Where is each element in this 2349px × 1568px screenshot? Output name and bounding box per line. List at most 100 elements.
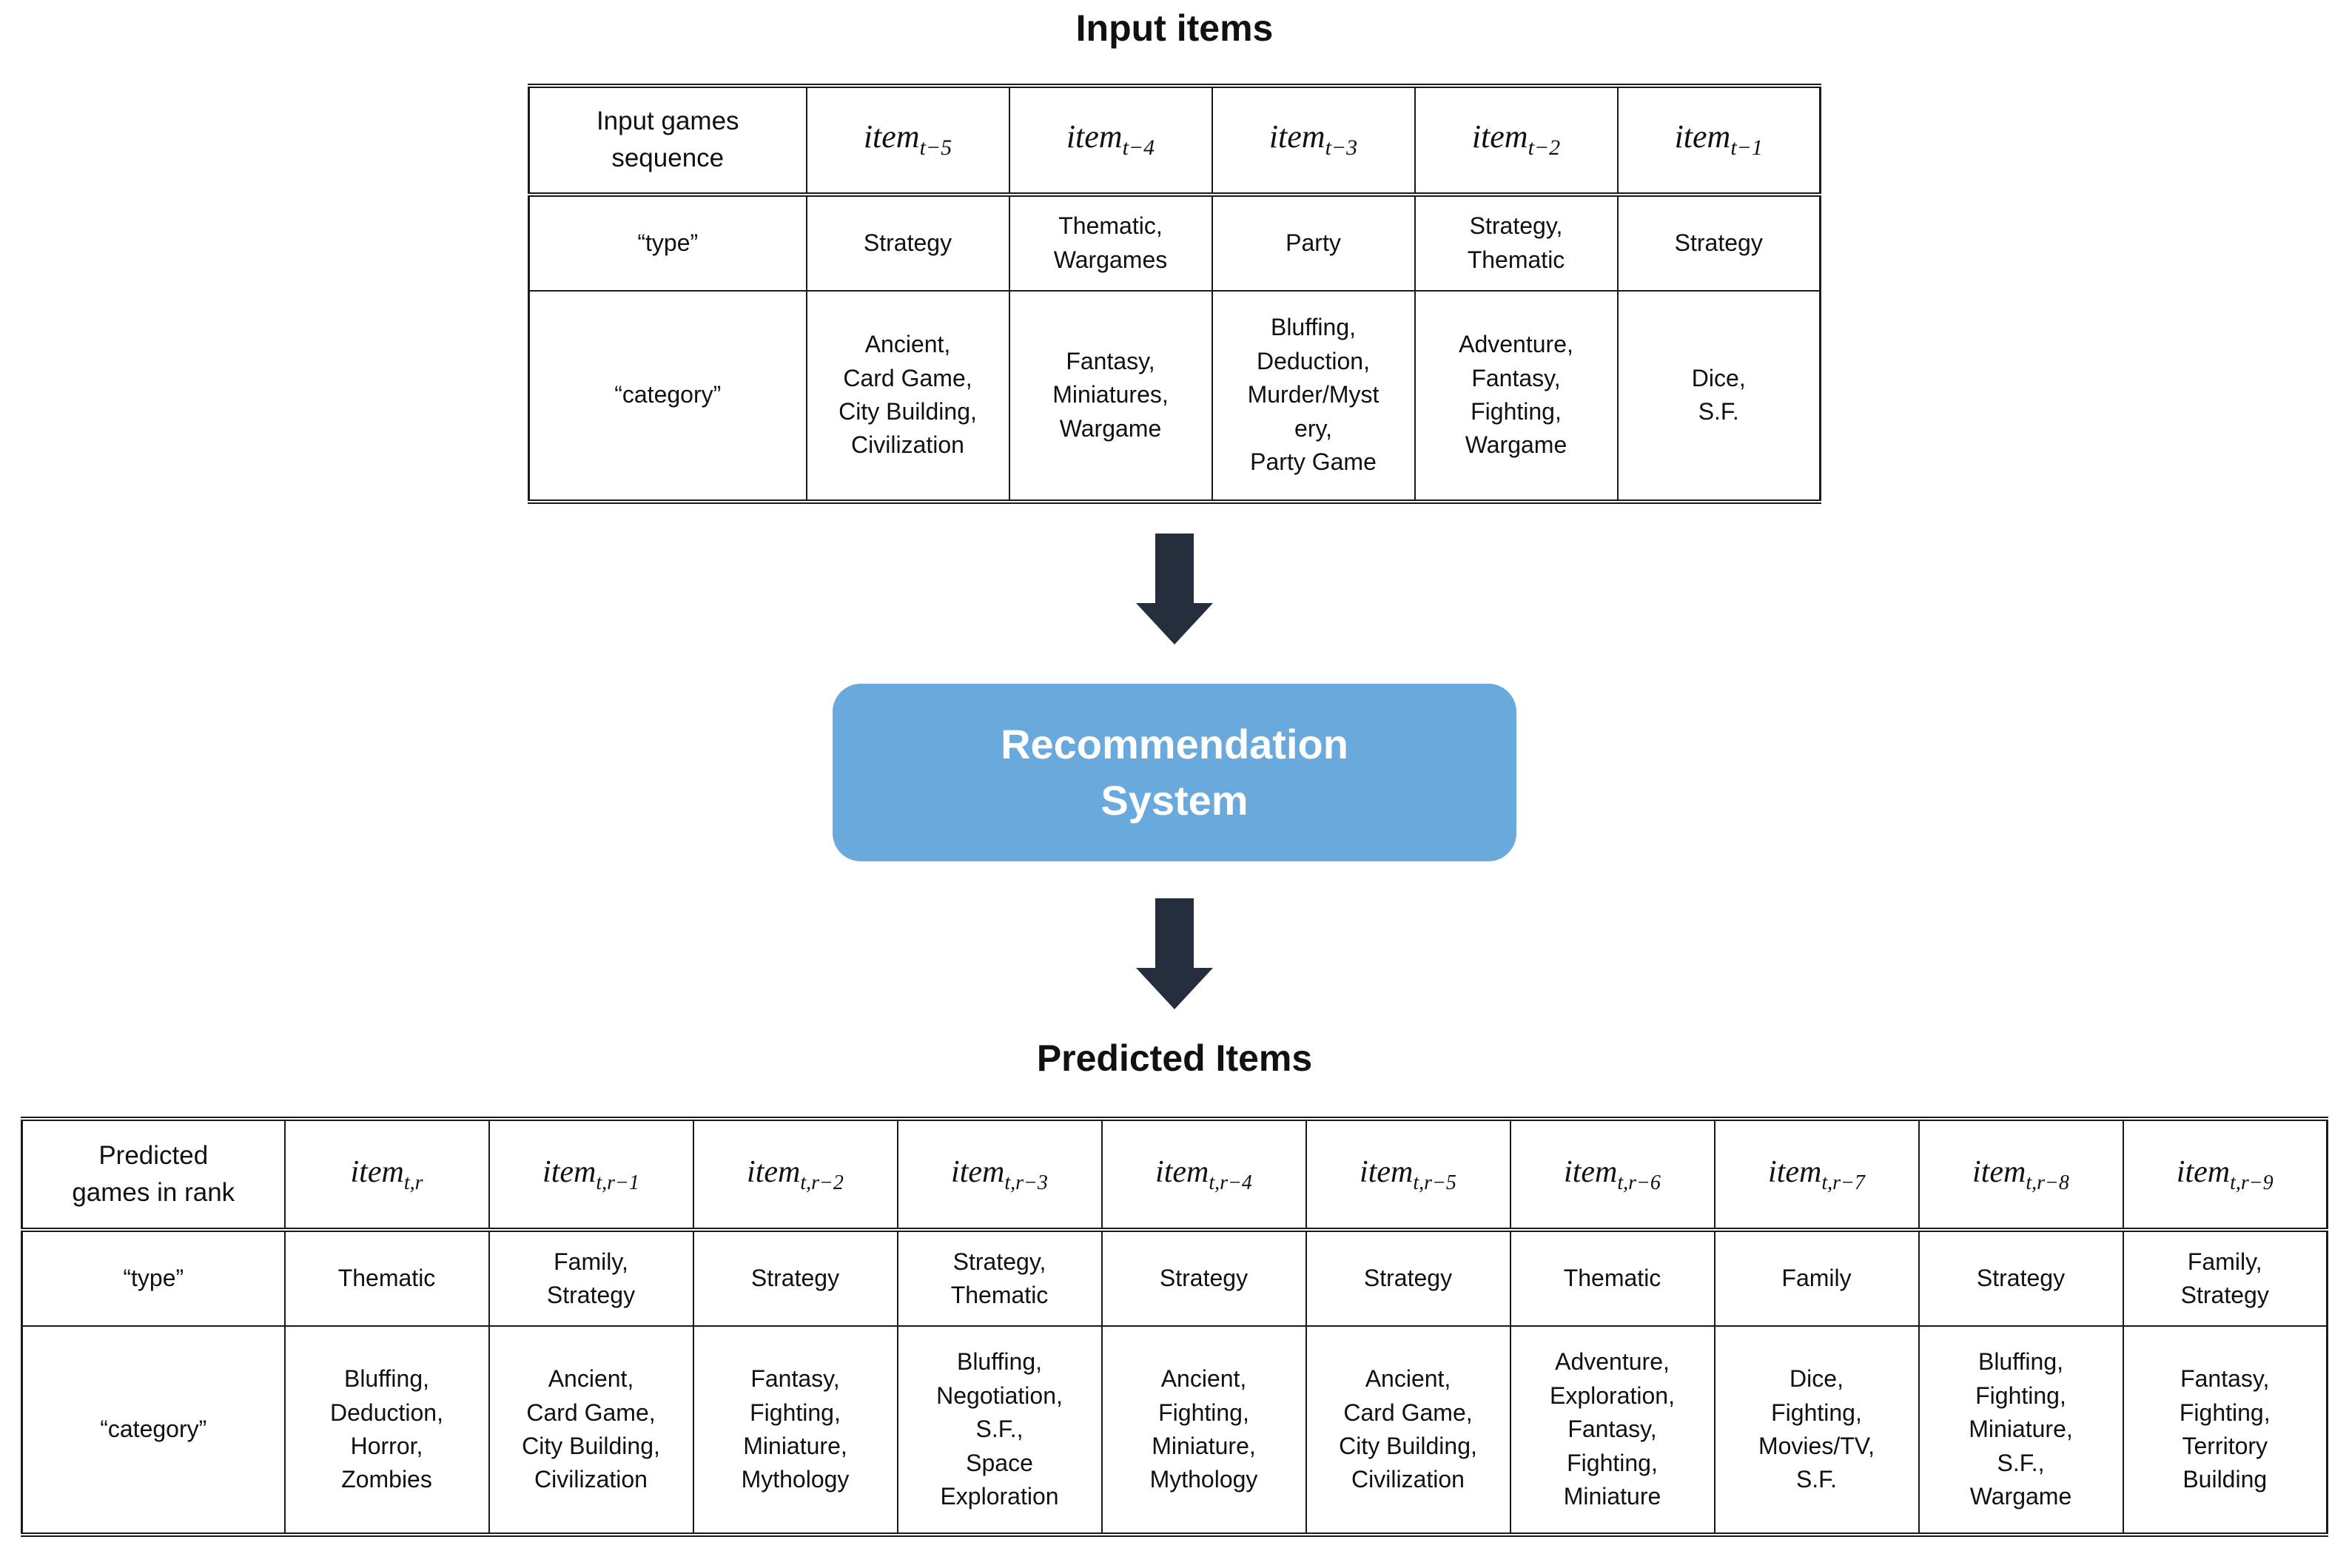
math-item-label: itemt−1 [1674, 118, 1763, 159]
math-item-base: item [350, 1155, 404, 1189]
predicted-header-item-cell: itemt,r−2 [692, 1117, 898, 1232]
row-label: “type” [21, 1229, 286, 1327]
category-cell: Dice, Fighting, Movies/TV, S.F. [1713, 1325, 1920, 1537]
math-item-subscript: t,r−2 [800, 1171, 844, 1194]
math-item-base: item [1768, 1155, 1822, 1189]
input-items-title: Input items [1075, 7, 1274, 49]
math-item-label: itemt,r−7 [1768, 1155, 1865, 1194]
arrow-shaft [1155, 898, 1194, 968]
input-header-item-cell: itemt−2 [1414, 83, 1619, 197]
math-item-subscript: t,r−8 [2026, 1171, 2069, 1194]
math-item-label: itemt,r [350, 1155, 423, 1194]
row-label: “category” [21, 1325, 286, 1537]
type-cell: Thematic [1509, 1229, 1715, 1327]
category-cell: Fantasy, Fighting, Territory Building [2122, 1325, 2328, 1537]
predicted-header-item-cell: itemt,r−1 [488, 1117, 694, 1232]
math-item-subscript: t,r−6 [1617, 1171, 1661, 1194]
math-item-label: itemt−3 [1268, 118, 1357, 159]
arrow-head [1136, 967, 1213, 1009]
predicted-header-first-cell: Predicted games in rank [21, 1117, 286, 1232]
type-cell: Family [1713, 1229, 1920, 1327]
type-cell: Family, Strategy [488, 1229, 694, 1327]
arrow-head [1136, 602, 1213, 645]
math-item-base: item [1360, 1155, 1414, 1189]
predicted-header-item-cell: itemt,r−4 [1100, 1117, 1307, 1232]
predicted-header-item-cell: itemt,r−7 [1713, 1117, 1920, 1232]
math-item-base: item [1268, 118, 1325, 155]
row-label: “category” [528, 289, 807, 504]
math-item-label: itemt−2 [1471, 118, 1560, 159]
math-item-subscript: t,r−7 [1821, 1171, 1865, 1194]
math-item-label: itemt,r−4 [1155, 1155, 1252, 1194]
input-items-table: Input games sequence itemt−5 itemt−4 ite… [528, 83, 1821, 504]
category-cell: Ancient, Card Game, City Building, Civil… [1305, 1325, 1511, 1537]
category-cell: Bluffing, Negotiation, S.F., Space Explo… [896, 1325, 1103, 1537]
math-item-label: itemt,r−9 [2176, 1155, 2274, 1194]
math-item-base: item [1471, 118, 1528, 155]
predicted-header-item-cell: itemt,r [283, 1117, 490, 1232]
predicted-category-row: “category” Bluffing, Deduction, Horror, … [21, 1325, 2328, 1537]
math-item-base: item [1674, 118, 1731, 155]
math-item-label: itemt,r−3 [951, 1155, 1048, 1194]
type-cell: Strategy [692, 1229, 898, 1327]
category-cell: Adventure, Fantasy, Fighting, Wargame [1414, 289, 1619, 504]
math-item-subscript: t−5 [919, 135, 952, 160]
input-header-item-cell: itemt−5 [805, 83, 1010, 197]
math-item-subscript: t,r−5 [1413, 1171, 1456, 1194]
math-item-label: itemt,r−5 [1360, 1155, 1456, 1194]
type-cell: Party [1211, 193, 1416, 292]
recommendation-system-box: Recommendation System [833, 683, 1516, 861]
math-item-base: item [2176, 1155, 2231, 1189]
type-cell: Family, Strategy [2122, 1229, 2328, 1327]
math-item-base: item [951, 1155, 1005, 1189]
category-cell: Bluffing, Deduction, Horror, Zombies [283, 1325, 490, 1537]
math-item-subscript: t,r−9 [2230, 1171, 2274, 1194]
math-item-base: item [863, 118, 920, 155]
type-cell: Strategy, Thematic [896, 1229, 1103, 1327]
math-item-base: item [1564, 1155, 1618, 1189]
math-item-base: item [747, 1155, 801, 1189]
predicted-type-row: “type” Thematic Family, Strategy Strateg… [21, 1229, 2328, 1327]
math-item-subscript: t,r−3 [1004, 1171, 1048, 1194]
math-item-label: itemt,r−8 [1972, 1155, 2069, 1194]
math-item-subscript: t−2 [1528, 135, 1561, 160]
category-cell: Adventure, Exploration, Fantasy, Fightin… [1509, 1325, 1715, 1537]
down-arrow-icon [1136, 533, 1213, 645]
predicted-header-row: Predicted games in rank itemt,r itemt,r−… [21, 1117, 2328, 1232]
predicted-items-table: Predicted games in rank itemt,r itemt,r−… [21, 1117, 2328, 1537]
math-item-label: itemt−5 [863, 118, 952, 159]
category-cell: Fantasy, Fighting, Miniature, Mythology [692, 1325, 898, 1537]
math-item-subscript: t−1 [1730, 135, 1763, 160]
category-cell: Dice, S.F. [1616, 289, 1821, 504]
row-label: “type” [528, 193, 807, 292]
category-cell: Bluffing, Fighting, Miniature, S.F., War… [1918, 1325, 2124, 1537]
type-cell: Strategy [1100, 1229, 1307, 1327]
predicted-header-item-cell: itemt,r−3 [896, 1117, 1103, 1232]
math-item-subscript: t,r−1 [596, 1171, 639, 1194]
math-item-base: item [542, 1155, 597, 1189]
input-type-row: “type” Strategy Thematic, Wargames Party… [528, 193, 1821, 292]
input-header-item-cell: itemt−3 [1211, 83, 1416, 197]
math-item-label: itemt−4 [1066, 118, 1155, 159]
type-cell: Strategy [1616, 193, 1821, 292]
math-item-subscript: t−3 [1325, 135, 1358, 160]
math-item-base: item [1066, 118, 1123, 155]
predicted-header-item-cell: itemt,r−9 [2122, 1117, 2328, 1232]
input-category-row: “category” Ancient, Card Game, City Buil… [528, 289, 1821, 504]
input-header-item-cell: itemt−4 [1008, 83, 1213, 197]
predicted-header-item-cell: itemt,r−6 [1509, 1117, 1715, 1232]
category-cell: Ancient, Fighting, Miniature, Mythology [1100, 1325, 1307, 1537]
category-cell: Ancient, Card Game, City Building, Civil… [488, 1325, 694, 1537]
math-item-subscript: t,r−4 [1209, 1171, 1252, 1194]
math-item-base: item [1972, 1155, 2026, 1189]
predicted-items-title: Predicted Items [1036, 1037, 1313, 1079]
predicted-header-item-cell: itemt,r−5 [1305, 1117, 1511, 1232]
math-item-subscript: t,r [403, 1171, 423, 1194]
input-header-first-cell: Input games sequence [528, 83, 807, 197]
arrow-shaft [1155, 533, 1194, 603]
math-item-label: itemt,r−6 [1564, 1155, 1661, 1194]
type-cell: Thematic [283, 1229, 490, 1327]
category-cell: Fantasy, Miniatures, Wargame [1008, 289, 1213, 504]
math-item-subscript: t−4 [1122, 135, 1155, 160]
